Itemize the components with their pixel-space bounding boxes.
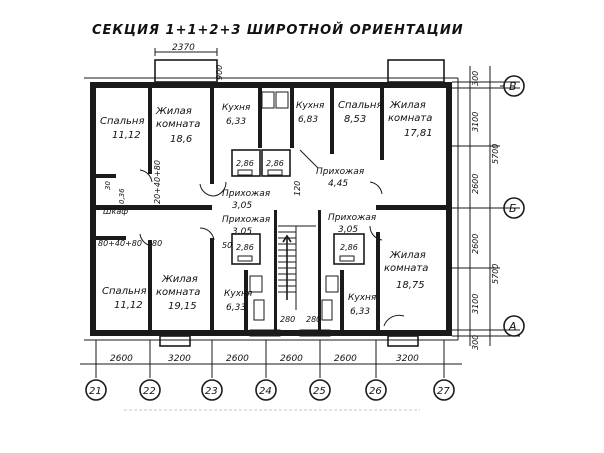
living-bot-left-area: 19,15 <box>168 301 197 312</box>
axis-label-25: 25 <box>313 386 326 397</box>
loggia-width-label: 2370 <box>172 43 195 53</box>
hall-mid-right-name: Прихожая <box>328 213 377 223</box>
hall-mid-left-name: Прихожая <box>222 215 271 225</box>
kitchen-fixtures <box>249 91 339 321</box>
axis-label-b: Б <box>509 202 517 215</box>
bathrooms <box>231 149 365 265</box>
axis-label-27: 27 <box>437 386 450 397</box>
staircase <box>278 225 316 310</box>
bottom-dim-4: 2600 <box>280 354 303 364</box>
loggia-depth-label: 900 <box>215 65 224 80</box>
right-dim-bot-300: 300 <box>471 335 480 350</box>
axis-label-a: А <box>508 320 517 333</box>
axis-label-23: 23 <box>205 386 218 397</box>
right-dim-2600-top: 2600 <box>471 174 480 194</box>
bottom-dim-1: 2600 <box>110 354 133 364</box>
right-dimension-chain: 300 3100 5700 2600 2600 5700 3100 300 В … <box>452 66 525 350</box>
hall-top-left-name: Прихожая <box>222 189 271 199</box>
opening-labels: 20+40+80 80+40+80 80 50 120 30 280 280 <box>98 160 321 324</box>
opening-b-label: 80+40+80 <box>98 239 142 248</box>
stair-width-1-label: 280 <box>280 315 295 324</box>
opening-a-label: 20+40+80 <box>153 160 162 204</box>
bottom-dim-3: 2600 <box>226 354 249 364</box>
windows <box>159 329 419 347</box>
opening-d-label: 50 <box>222 241 232 250</box>
kitchen-top-2-name: Кухня <box>296 101 325 111</box>
kitchen-top-1-area: 6,33 <box>226 117 246 127</box>
bedroom-top-right-area: 8,53 <box>344 114 366 125</box>
axis-bubble-21 <box>85 379 107 401</box>
bottom-dim-5: 2600 <box>334 354 357 364</box>
axis-label-21: 21 <box>89 386 102 397</box>
right-dim-2600-bot: 2600 <box>471 234 480 254</box>
right-dim-5700-top: 5700 <box>491 144 500 164</box>
axis-bubble-23 <box>201 379 223 401</box>
living-top-left-area: 18,6 <box>170 134 192 145</box>
loggia-top: 2370 900 <box>154 43 445 83</box>
axis-bubble-25 <box>309 379 331 401</box>
bath-label-4: 2,86 <box>340 243 358 252</box>
living-bot-left-name2: комната <box>156 287 200 298</box>
living-top-right-area: 17,81 <box>404 128 433 139</box>
axis-label-22: 22 <box>143 386 156 397</box>
axis-bubble-26 <box>365 379 387 401</box>
hall-top-left-area: 3,05 <box>232 201 252 211</box>
bedroom-top-right-name: Спальня <box>338 100 383 111</box>
closet-area: 0,36 <box>118 188 126 204</box>
axis-bubble-22 <box>139 379 161 401</box>
kitchen-top-1-name: Кухня <box>222 103 251 113</box>
living-bot-right-area: 18,75 <box>396 280 425 291</box>
bedroom-top-left-area: 11,12 <box>112 130 141 141</box>
kitchen-bot-1-name: Кухня <box>224 289 253 299</box>
right-dim-3100-bot: 3100 <box>471 294 480 314</box>
bedroom-bot-left-area: 11,12 <box>114 300 143 311</box>
kitchen-bot-1-area: 6,33 <box>226 303 246 313</box>
axis-bubble-v <box>503 75 525 97</box>
bath-label-3: 2,86 <box>236 243 254 252</box>
bottom-dim-6: 3200 <box>396 354 419 364</box>
hall-top-right-area: 4,45 <box>328 179 348 189</box>
bedroom-top-left-name: Спальня <box>100 116 145 127</box>
kitchen-bot-2-name: Кухня <box>348 293 377 303</box>
axis-bubble-27 <box>433 379 455 401</box>
living-top-right-name2: комната <box>388 113 432 124</box>
right-dim-5700-bot: 5700 <box>491 264 500 284</box>
axis-bubble-24 <box>255 379 277 401</box>
axis-label-v: В <box>509 80 517 93</box>
living-top-right-name1: Жилая <box>389 100 426 111</box>
closet-name: Шкаф <box>103 207 128 216</box>
stair-width-2-label: 280 <box>306 315 321 324</box>
bath-label-2: 2,86 <box>266 159 284 168</box>
hall-mid-right-area: 3,05 <box>338 225 358 235</box>
plan-title: СЕКЦИЯ 1+1+2+3 ШИРОТНОЙ ОРИЕНТАЦИИ <box>92 22 464 38</box>
room-labels: Спальня 11,12 Жилая комната 18,6 Кухня 6… <box>100 100 433 317</box>
opening-f-label: 30 <box>104 181 112 190</box>
interior-walls <box>96 88 452 330</box>
living-top-left-name1: Жилая <box>155 106 192 117</box>
hall-mid-left-area: 3,05 <box>232 227 252 237</box>
axis-label-26: 26 <box>369 386 382 397</box>
bath-label-1: 2,86 <box>236 159 254 168</box>
bottom-dim-2: 3200 <box>168 354 191 364</box>
hall-top-right-name: Прихожая <box>316 167 365 177</box>
kitchen-bot-2-area: 6,33 <box>350 307 370 317</box>
bedroom-bot-left-name: Спальня <box>102 286 147 297</box>
right-dim-3100-top: 3100 <box>471 112 480 132</box>
opening-c-label: 80 <box>152 239 162 248</box>
opening-e-label: 120 <box>293 181 302 196</box>
axis-label-24: 24 <box>259 386 272 397</box>
door-swings <box>139 149 405 327</box>
kitchen-top-2-area: 6,83 <box>298 115 318 125</box>
right-dim-top-300: 300 <box>471 71 480 86</box>
bottom-dimension-chain: 2600 3200 2600 2600 2600 3200 21 22 23 2… <box>80 340 462 411</box>
axis-bubble-b <box>503 197 525 219</box>
axis-bubble-a <box>503 315 525 337</box>
living-bot-right-name2: комната <box>384 263 428 274</box>
living-bot-right-name1: Жилая <box>389 250 426 261</box>
living-top-left-name2: комната <box>156 119 200 130</box>
living-bot-left-name1: Жилая <box>161 274 198 285</box>
